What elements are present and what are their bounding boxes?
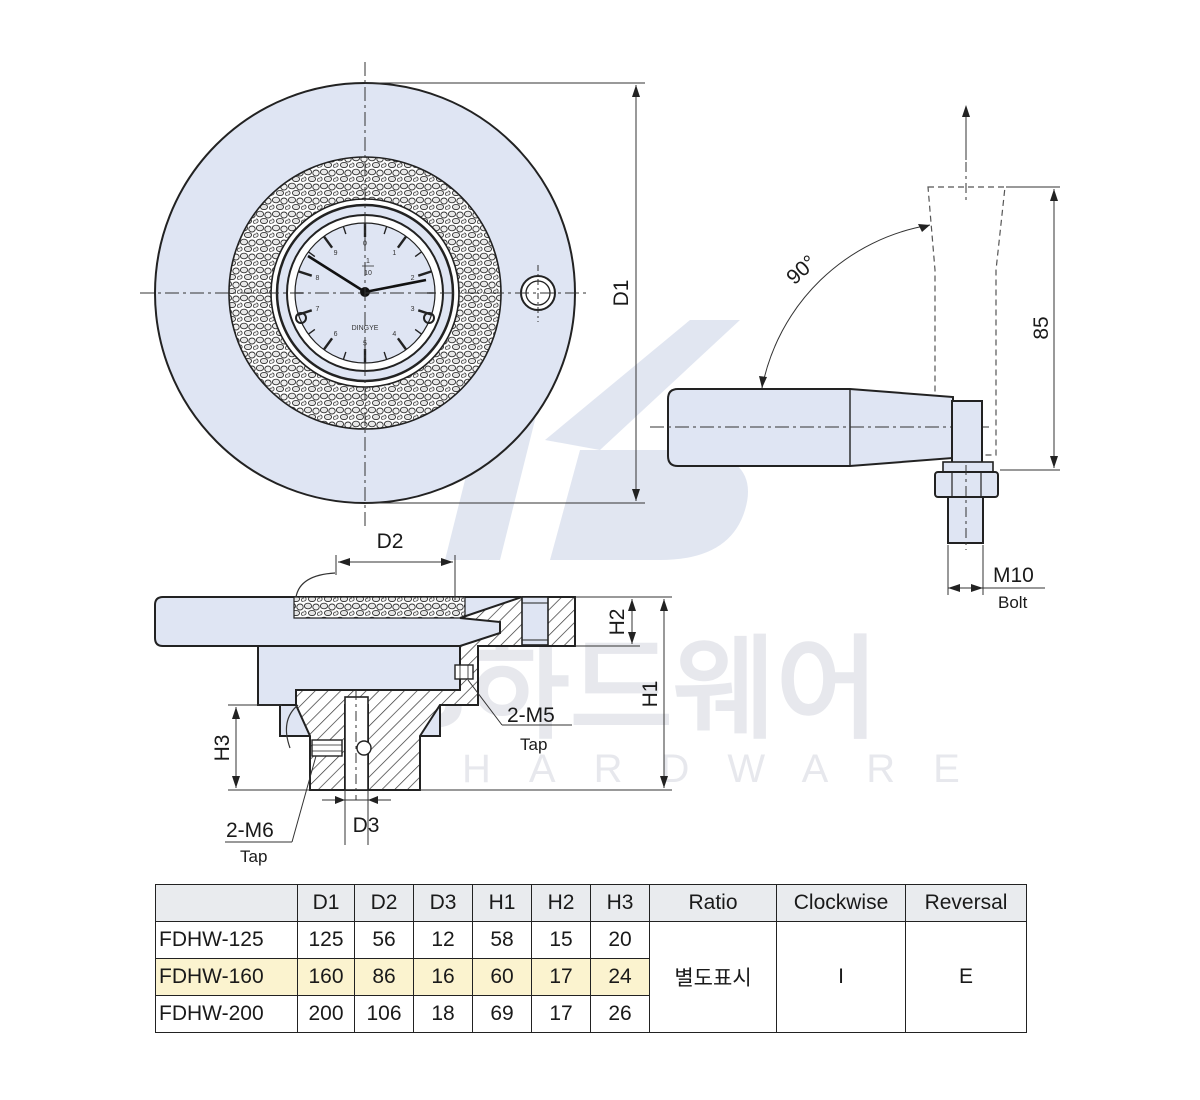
cell-d1: 125 [297,921,355,959]
dial-tick [342,351,347,360]
table-row: FDHW-200 200 106 18 69 17 26 [155,995,1027,1033]
cell-d1: 160 [297,958,355,996]
cell-h1: 69 [472,995,532,1033]
table-row: FDHW-125 125 56 12 58 15 20 별도표시 I E [155,921,1027,1033]
dial-tick [417,270,432,277]
table-row-highlighted: FDHW-160 160 86 16 60 17 24 [155,958,1027,996]
cell-reversal: E [905,921,1027,1033]
cell-h2: 15 [531,921,591,959]
watermark-english: HARDWARE [462,747,998,791]
dim-h2: H2 [606,609,629,636]
dim-d3: D3 [353,814,380,837]
spec-table: D1 D2 D3 H1 H2 H3 Ratio Clockwise Revers… [155,884,1027,1033]
cell-d3: 12 [413,921,473,959]
cell-h2: 17 [531,995,591,1033]
dim-bolt-label: Bolt [998,593,1028,612]
dial-ratio-denominator: 10 [364,270,372,277]
dim-d2: D2 [377,530,404,553]
dim-d1: D1 [610,280,633,307]
dial-numeral: 6 [334,331,338,338]
dial-numeral: 7 [315,306,319,313]
dial-hand-short [364,278,427,294]
cell-h1: 58 [472,921,532,959]
dial-numeral: 3 [411,306,415,313]
handle-view: 90° 85 M10 Bolt [650,105,1060,612]
dial-tick [307,328,316,335]
dial-numeral: 9 [334,250,338,257]
cell-h3: 24 [590,958,650,996]
dim-tap-m6-label: Tap [240,847,267,866]
cell-d3: 18 [413,995,473,1033]
dial-tick [396,235,408,249]
row-model: FDHW-125 [155,921,298,959]
header-d1: D1 [297,884,355,922]
dim-tap-m6: 2-M6 [226,819,274,842]
cell-d2: 106 [354,995,414,1033]
dim-bolt-size: M10 [993,564,1034,587]
dial-tick [307,251,316,258]
dial-tick [414,328,423,335]
header-clockwise: Clockwise [776,884,906,922]
dial-ticks [295,223,435,363]
dial-hand-long [307,254,366,294]
dial-brand: DINGYE [352,325,379,332]
cell-d3: 16 [413,958,473,996]
handle-pivot [951,400,983,466]
dim-angle: 90° [782,251,821,289]
dial-tick [383,351,388,360]
row-model: FDHW-200 [155,995,298,1033]
dial-numeral: 1 [392,250,396,257]
cell-d2: 86 [354,958,414,996]
cell-h3: 20 [590,921,650,959]
section-view: D2 H2 H1 H3 D3 2-M5 Tap 2-M6 Tap [154,530,672,866]
header-model [155,884,298,922]
dial-numeral: 2 [411,275,415,282]
dial-tick [414,251,423,258]
dial-tick [298,270,313,277]
table-header-row: D1 D2 D3 H1 H2 H3 Ratio Clockwise Revers… [155,884,1027,922]
cell-h3: 26 [590,995,650,1033]
dim-h3: H3 [211,735,234,762]
cell-h1: 60 [472,958,532,996]
cell-d2: 56 [354,921,414,959]
header-h2: H2 [531,884,591,922]
dial-tick [322,337,334,351]
cell-clockwise: I [776,921,906,1033]
dial-ratio-numerator: 1 [366,258,370,265]
cell-ratio: 별도표시 [649,921,777,1033]
header-d3: D3 [413,884,473,922]
dial-tick [396,337,408,351]
row-model: FDHW-160 [155,958,298,996]
dial-tick [342,226,347,235]
header-h3: H3 [590,884,650,922]
dim-tap-m5-label: Tap [520,735,547,754]
dim-tap-m5: 2-M5 [507,704,555,727]
dial-tick [322,235,334,249]
cell-h2: 17 [531,958,591,996]
header-reversal: Reversal [905,884,1027,922]
header-ratio: Ratio [649,884,777,922]
dial-numeral: 4 [392,331,396,338]
header-h1: H1 [472,884,532,922]
dial-tick [383,226,388,235]
cell-d1: 200 [297,995,355,1033]
dial-numeral: 8 [315,275,319,282]
header-d2: D2 [354,884,414,922]
front-view: 0123456789 1 10 DINGYE D1 [140,62,645,530]
dim-handle-length: 85 [1030,316,1053,339]
dim-h1: H1 [639,681,662,708]
